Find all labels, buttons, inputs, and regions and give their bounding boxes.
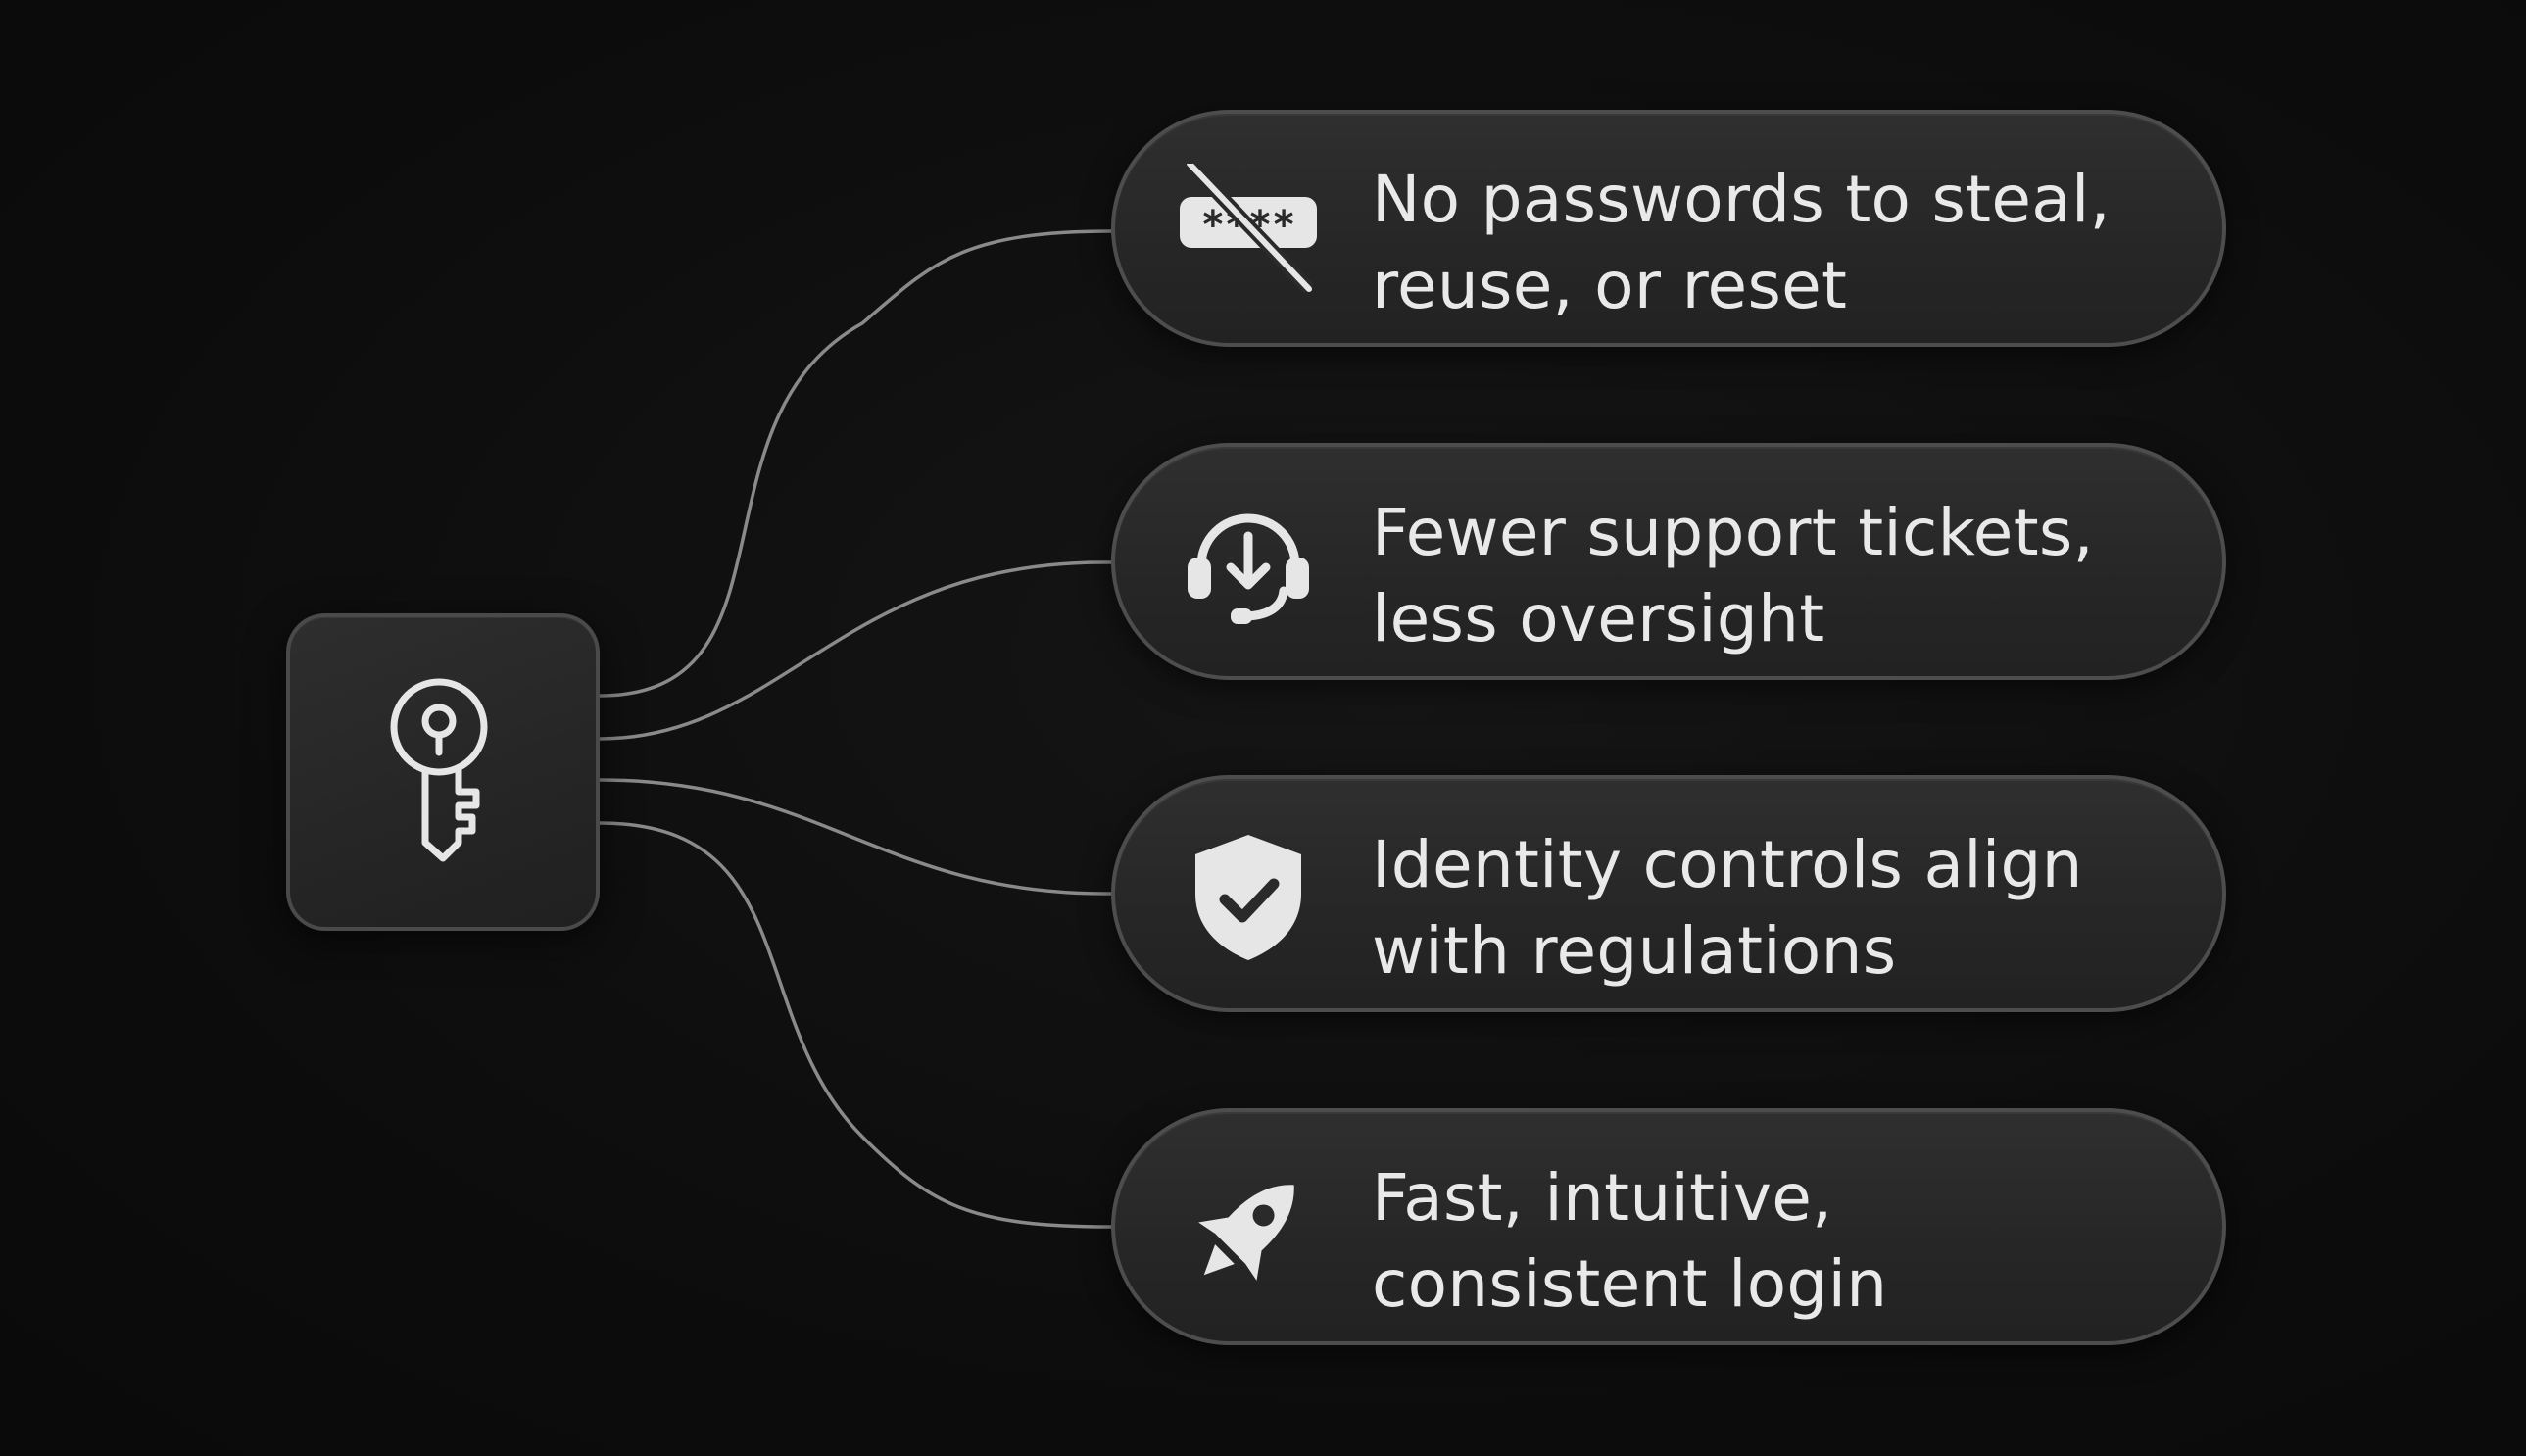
benefit-pill-login: Fast, intuitive, consistent login	[1111, 1108, 2226, 1345]
benefit-line-1: Identity controls align	[1372, 827, 2083, 902]
benefit-text: No passwords to steal, reuse, or reset	[1372, 157, 2205, 329]
connector-line-3	[598, 778, 1113, 896]
benefit-line-1: Fewer support tickets,	[1372, 495, 2094, 570]
benefit-line-1: No passwords to steal,	[1372, 162, 2111, 237]
benefit-line-1: Fast, intuitive,	[1372, 1160, 1833, 1236]
benefit-text: Identity controls align with regulations	[1372, 822, 2205, 995]
benefit-text: Fast, intuitive, consistent login	[1372, 1155, 2205, 1328]
benefit-pill-compliance: Identity controls align with regulations	[1111, 775, 2226, 1012]
connector-line-4	[598, 821, 1113, 1229]
rocket-icon	[1180, 1162, 1317, 1299]
benefit-line-2: with regulations	[1372, 913, 1897, 989]
key-icon	[390, 678, 488, 862]
benefit-line-2: less oversight	[1372, 581, 1825, 656]
password-crossed-icon: ****	[1180, 159, 1317, 301]
connector-line-1	[598, 229, 1113, 698]
benefit-line-2: consistent login	[1372, 1246, 1888, 1322]
headset-download-icon	[1180, 497, 1317, 634]
benefit-pill-no-passwords: **** No passwords to steal, reuse, or re…	[1111, 110, 2226, 347]
benefit-text: Fewer support tickets, less oversight	[1372, 490, 2205, 662]
connector-line-2	[598, 560, 1113, 741]
benefit-line-2: reuse, or reset	[1372, 248, 1848, 323]
shield-check-icon	[1180, 829, 1317, 966]
key-hub-node	[286, 613, 600, 931]
benefit-pill-support: Fewer support tickets, less oversight	[1111, 443, 2226, 680]
